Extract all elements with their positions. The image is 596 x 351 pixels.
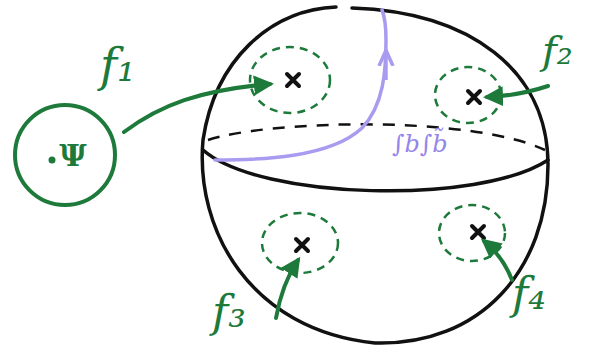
state-dot (49, 157, 56, 164)
map-arrow (124, 84, 270, 132)
sphere-outline (202, 7, 548, 343)
equator-front (203, 150, 548, 191)
contour-integral: ∫b∫b̃ (392, 132, 448, 156)
map-arrow (484, 241, 512, 280)
map-label: f₁ (100, 42, 135, 88)
puncture-disk (262, 213, 338, 273)
state-circle: Ψ (13, 103, 117, 207)
puncture-cross (472, 226, 484, 238)
equator-back (208, 124, 545, 150)
state-label: Ψ (59, 138, 86, 173)
contour-arrow (384, 52, 388, 80)
contour-curve (215, 10, 386, 160)
puncture-cross (468, 91, 480, 103)
puncture-cross (296, 239, 308, 251)
puncture-disk (250, 47, 330, 113)
map-arrow (487, 86, 548, 97)
map-label: f₃ (212, 290, 246, 334)
puncture-cross (287, 74, 299, 86)
map-label: f₄ (512, 272, 546, 316)
map-arrow (276, 260, 298, 318)
map-label: f₂ (542, 30, 573, 70)
